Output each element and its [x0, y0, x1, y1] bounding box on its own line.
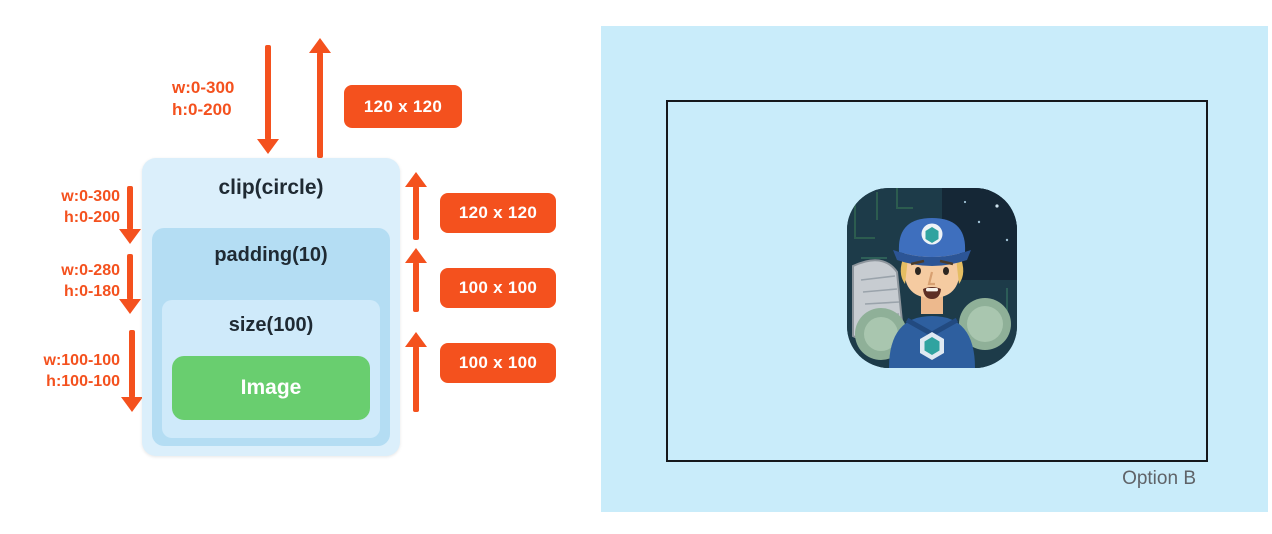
padding-box: padding(10) size(100) Image — [152, 228, 390, 446]
constraint-height: h:0-200 — [172, 100, 232, 120]
option-caption: Option B — [1122, 468, 1196, 489]
arrow-down-icon — [257, 45, 279, 154]
image-box: Image — [172, 356, 370, 420]
padding-box-label: padding(10) — [214, 244, 328, 266]
left-constraint-label-2: w:0-280 h:0-180 — [28, 261, 120, 303]
top-constraint-label: w:0-300 h:0-200 — [172, 77, 234, 121]
result-preview-panel: Option B — [601, 26, 1268, 512]
left-constraint-label-1: w:0-300 h:0-200 — [28, 187, 120, 229]
size-box: size(100) Image — [162, 300, 380, 438]
constraint-height: h:0-180 — [63, 282, 120, 300]
constraint-height: h:100-100 — [46, 372, 120, 390]
clip-box-label: clip(circle) — [218, 176, 324, 199]
clipped-avatar-image — [847, 188, 1017, 368]
size-box-label: size(100) — [228, 314, 314, 336]
image-box-label: Image — [240, 376, 302, 399]
size-badge: 100 x 100 — [440, 268, 556, 308]
size-badge: 120 x 120 — [344, 85, 462, 128]
arrow-up-icon — [309, 38, 331, 158]
arrow-down-icon — [119, 186, 141, 244]
constraint-height: h:0-200 — [63, 208, 120, 226]
arrow-up-icon — [405, 248, 427, 312]
constraint-width: w:100-100 — [43, 352, 121, 369]
constraint-width: w:0-280 — [61, 262, 120, 279]
clip-box: clip(circle) padding(10) size(100) Image — [142, 158, 400, 456]
character-illustration — [847, 188, 1017, 368]
arrow-up-icon — [405, 172, 427, 240]
bounds-frame — [666, 100, 1208, 462]
size-badge: 120 x 120 — [440, 193, 556, 233]
left-constraint-label-3: w:100-100 h:100-100 — [12, 351, 121, 393]
arrow-down-icon — [121, 330, 143, 412]
arrow-down-icon — [119, 254, 141, 314]
constraint-width: w:0-300 — [172, 78, 235, 97]
constraint-width: w:0-300 — [61, 188, 120, 205]
size-badge: 100 x 100 — [440, 343, 556, 383]
arrow-up-icon — [405, 332, 427, 412]
